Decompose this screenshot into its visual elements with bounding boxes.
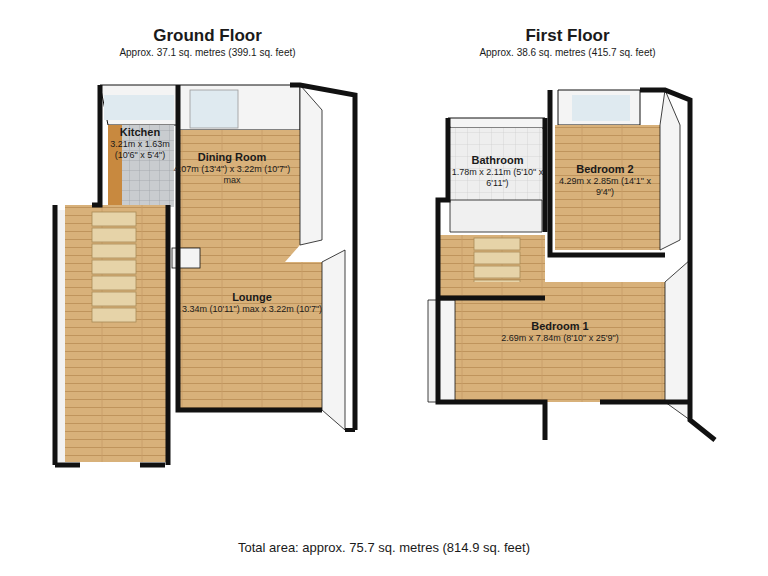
room-label: Kitchen3.21m x 1.63m (10'6" x 5'4") — [100, 126, 180, 161]
room-dimensions: 3.34m (10'11") max x 3.22m (10'7") — [178, 304, 326, 315]
room-name: Lounge — [178, 291, 326, 304]
total-area-caption: Total area: approx. 75.7 sq. metres (814… — [0, 540, 768, 555]
room-dimensions: 1.78m x 2.11m (5'10" x 6'11") — [450, 167, 545, 189]
floor-plan: First FloorApprox. 38.6 sq. metres (415.… — [410, 26, 725, 446]
room-dimensions: 4.07m (13'4") x 3.22m (10'7") max — [172, 164, 292, 186]
room-name: Dining Room — [172, 151, 292, 164]
room-dimensions: 2.69m x 7.84m (8'10" x 25'9") — [470, 333, 650, 344]
floor-area: Approx. 37.1 sq. metres (399.1 sq. feet) — [50, 46, 365, 59]
room-label: Bathroom1.78m x 2.11m (5'10" x 6'11") — [450, 154, 545, 189]
floor-plan: Ground FloorApprox. 37.1 sq. metres (399… — [50, 26, 365, 476]
room-label: Dining Room4.07m (13'4") x 3.22m (10'7")… — [172, 151, 292, 186]
room-dimensions: 3.21m x 1.63m (10'6" x 5'4") — [100, 139, 180, 161]
floor-area: Approx. 38.6 sq. metres (415.7 sq. feet) — [410, 46, 725, 59]
room-label: Bedroom 24.29m x 2.85m (14'1" x 9'4") — [555, 163, 655, 198]
floor-heading: Ground Floor — [50, 26, 365, 46]
room-label: Lounge3.34m (10'11") max x 3.22m (10'7") — [178, 291, 326, 315]
room-name: Bedroom 2 — [555, 163, 655, 176]
room-dimensions: 4.29m x 2.85m (14'1" x 9'4") — [555, 176, 655, 198]
room-label: Bedroom 12.69m x 7.84m (8'10" x 25'9") — [470, 320, 650, 344]
floor-heading: First Floor — [410, 26, 725, 46]
room-name: Kitchen — [100, 126, 180, 139]
first-floor-drawing — [428, 90, 715, 440]
room-name: Bathroom — [450, 154, 545, 167]
room-name: Bedroom 1 — [470, 320, 650, 333]
ground-floor-drawing — [55, 85, 355, 465]
